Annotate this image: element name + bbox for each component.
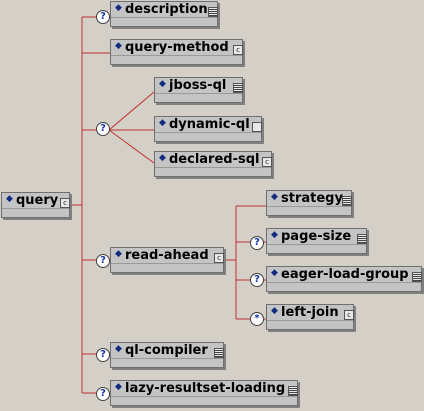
node-query-method[interactable]: ◆ query-method c	[110, 39, 243, 65]
text-content-icon	[342, 196, 352, 206]
node-page-size[interactable]: ◆ page-size	[266, 228, 367, 254]
node-ql-compiler[interactable]: ◆ ql-compiler	[110, 342, 224, 368]
text-content-icon	[214, 348, 224, 358]
diamond-icon: ◆	[271, 230, 278, 240]
text-content-icon	[412, 272, 422, 282]
node-label: query-method	[125, 40, 229, 55]
node-label: strategy	[281, 191, 343, 206]
node-label: declared-sql	[169, 152, 260, 167]
node-declared-sql[interactable]: ◆ declared-sql c	[154, 151, 272, 177]
diamond-icon: ◆	[115, 249, 122, 259]
node-query[interactable]: ◆ query c	[1, 192, 70, 218]
node-dynamic-ql[interactable]: ◆ dynamic-ql	[154, 116, 262, 142]
diamond-icon: ◆	[115, 382, 122, 392]
complex-type-icon: c	[262, 157, 272, 167]
text-content-icon	[233, 83, 243, 93]
node-label: jboss-ql	[169, 78, 227, 93]
text-content-icon	[208, 7, 218, 17]
diamond-icon: ◆	[159, 153, 166, 163]
diamond-icon: ◆	[271, 192, 278, 202]
complex-type-icon: c	[60, 198, 70, 208]
node-read-ahead[interactable]: ◆ read-ahead c	[110, 247, 224, 273]
node-label: eager-load-group	[281, 267, 409, 282]
optional-question-icon: ?	[96, 10, 110, 24]
node-label: left-join	[281, 305, 339, 320]
complex-type-icon: c	[214, 253, 224, 263]
node-label: page-size	[281, 229, 352, 244]
diamond-icon: ◆	[159, 79, 166, 89]
diamond-icon: ◆	[115, 344, 122, 354]
optional-question-icon: ?	[250, 236, 264, 250]
node-jboss-ql[interactable]: ◆ jboss-ql	[154, 77, 243, 103]
optional-question-icon: ?	[96, 348, 110, 362]
node-label: dynamic-ql	[169, 117, 250, 132]
node-lazy-resultset-loading[interactable]: ◆ lazy-resultset-loading	[110, 380, 298, 406]
complex-type-icon: c	[233, 45, 243, 55]
node-label: query	[16, 193, 59, 208]
diamond-icon: ◆	[159, 118, 166, 128]
node-left-join[interactable]: ◆ left-join c	[266, 304, 354, 330]
empty-content-icon	[252, 122, 262, 132]
connector-choice-fan	[108, 91, 155, 164]
diamond-icon: ◆	[115, 41, 122, 51]
node-strategy[interactable]: ◆ strategy	[266, 190, 352, 216]
optional-question-icon: ?	[96, 254, 110, 268]
choice-question-icon: ?	[96, 122, 110, 136]
diamond-icon: ◆	[6, 194, 13, 204]
node-label: ql-compiler	[125, 343, 208, 358]
optional-question-icon: ?	[96, 387, 110, 401]
optional-question-icon: ?	[250, 273, 264, 287]
diamond-icon: ◆	[271, 306, 278, 316]
diamond-icon: ◆	[271, 268, 278, 278]
repeat-star-icon: *	[250, 312, 264, 326]
node-label: description	[125, 2, 208, 17]
text-content-icon	[288, 386, 298, 396]
diamond-icon: ◆	[115, 3, 122, 13]
node-label: read-ahead	[125, 248, 209, 263]
node-label: lazy-resultset-loading	[125, 381, 286, 396]
node-eager-load-group[interactable]: ◆ eager-load-group	[266, 266, 422, 292]
complex-type-icon: c	[344, 310, 354, 320]
node-description[interactable]: ◆ description	[110, 1, 218, 27]
text-content-icon	[357, 234, 367, 244]
